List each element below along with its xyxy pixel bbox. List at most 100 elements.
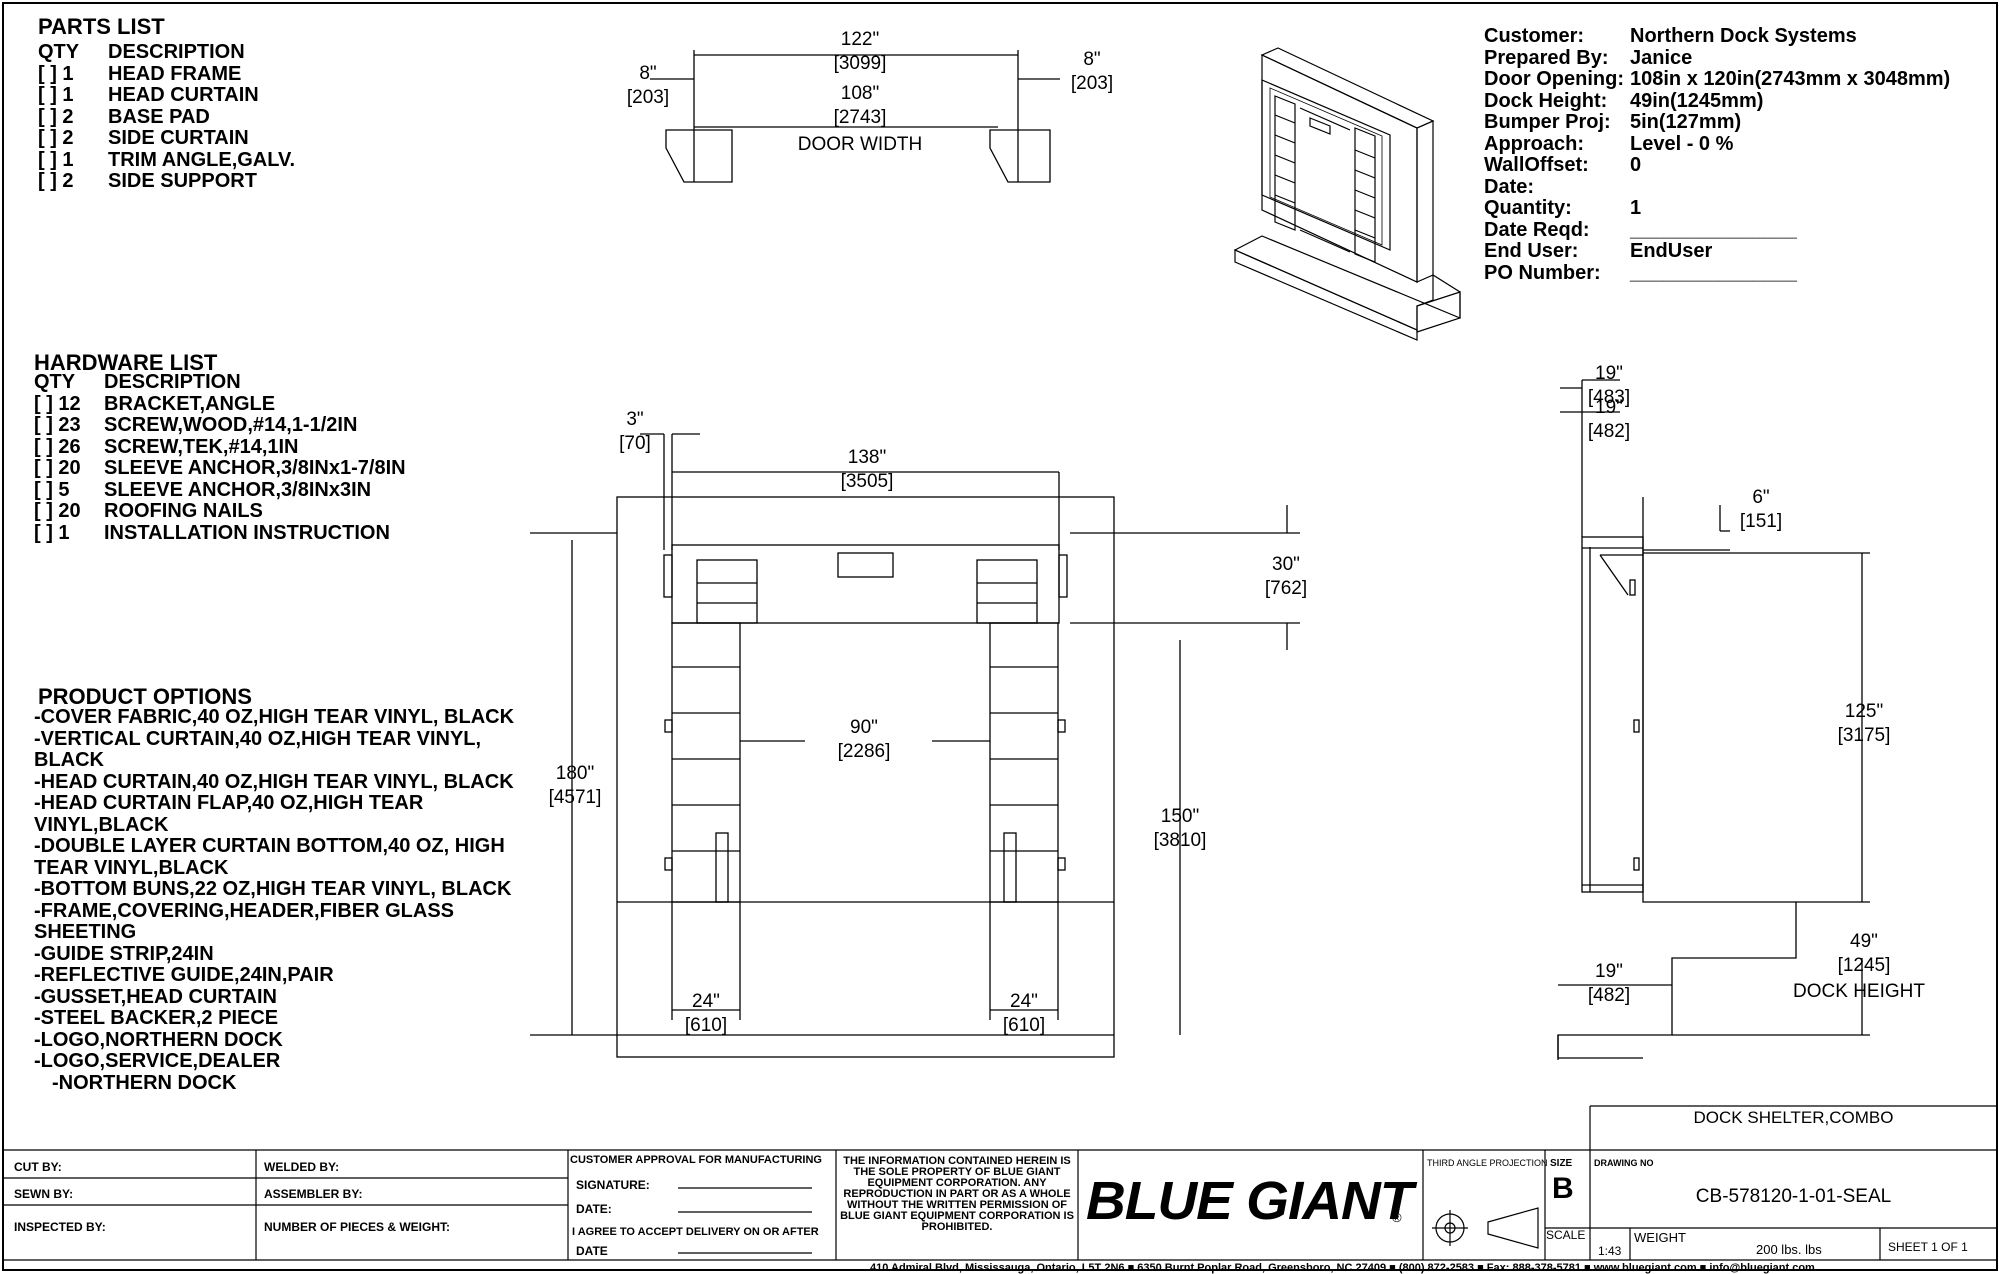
isometric-view — [1233, 47, 1461, 341]
list-item: [ ] 1 TRIM ANGLE,GALV. — [38, 148, 296, 172]
info-key: WallOffset: — [1484, 154, 1589, 176]
qty-cell: [ ] 1 — [38, 62, 74, 85]
qty-cell: [ ] 5 — [34, 478, 70, 501]
drawing-no-label: DRAWING NO — [1594, 1158, 1654, 1168]
dim-value: 49" — [1850, 931, 1878, 952]
info-value: 49in(1245mm) — [1630, 89, 1764, 112]
dim-mm: [482] — [1587, 985, 1631, 1006]
info-key: Dock Height: — [1484, 89, 1608, 112]
desc-cell: ROOFING NAILS — [104, 500, 263, 522]
list-item: -GUSSET,HEAD CURTAIN — [34, 985, 277, 1008]
side-view — [1557, 379, 1870, 1060]
dim-mm: [3099] — [833, 53, 887, 74]
date2-label: DATE — [576, 1244, 608, 1258]
info-row: Date Reqd:_______________ — [1484, 218, 1950, 242]
dim-mm: [483] — [1587, 387, 1631, 408]
drawing-number: CB-578120-1-01-SEAL — [1695, 1186, 1892, 1207]
dock-height-label: DOCK HEIGHT — [1793, 981, 1925, 1002]
info-value: 0 — [1630, 154, 1642, 176]
desc-cell: BASE PAD — [108, 105, 210, 128]
qty-cell: [ ] 2 — [38, 127, 74, 149]
info-row: Door Opening: 108in x 120in(2743mm x 3048… — [1484, 68, 1951, 91]
list-item: -BOTTOM BUNS,22 OZ,HIGH TEAR VINYL, BLAC… — [34, 878, 512, 900]
list-item: -REFLECTIVE GUIDE,24IN,PAIR — [34, 964, 334, 986]
info-key: Date: — [1484, 175, 1535, 198]
dim-138: 138" [3505] — [832, 446, 902, 494]
dim-mm: [3505] — [840, 471, 894, 492]
info-row: Prepared By:Janice — [1484, 46, 1950, 70]
info-row: Approach: Level - 0 % — [1484, 132, 1950, 156]
dim-value: 108" — [840, 83, 880, 104]
dim-19-top: 19"[483] — [1584, 362, 1634, 410]
desc-cell: INSTALLATION INSTRUCTION — [104, 521, 390, 544]
list-item: -LOGO,NORTHERN DOCK — [34, 1028, 283, 1051]
info-value: 108in x 120in(2743mm x 3048mm) — [1630, 68, 1951, 90]
dim-value: 8" — [639, 63, 657, 84]
dim-value: 3" — [626, 409, 644, 430]
size-label: SIZE — [1550, 1158, 1573, 1169]
desc-header: DESCRIPTION — [108, 41, 245, 63]
info-value: Level - 0 % — [1630, 132, 1734, 155]
projection-label: THIRD ANGLE PROJECTION — [1427, 1158, 1548, 1168]
list-item: -STEEL BACKER,2 PIECE — [34, 1007, 279, 1029]
customer-info: Customer:Northern Dock Systems Prepared … — [1484, 25, 1951, 284]
qty-cell: [ ] 1 — [38, 148, 74, 171]
desc-cell: SCREW,WOOD,#14,1-1/2IN — [104, 414, 358, 436]
qty-cell: [ ] 2 — [38, 170, 74, 192]
dim-mm: [203] — [1070, 73, 1114, 94]
info-key: Customer: — [1484, 25, 1585, 47]
info-value: Janice — [1630, 46, 1693, 69]
info-value: EndUser — [1630, 240, 1713, 262]
date-label: DATE: — [576, 1202, 612, 1216]
dim-mm: [151] — [1739, 511, 1783, 532]
list-item: -NORTHERN DOCK — [52, 1071, 237, 1094]
product-name: DOCK SHELTER,COMBO — [1693, 1108, 1894, 1127]
desc-cell: TRIM ANGLE,GALV. — [108, 148, 296, 171]
info-key: Quantity: — [1484, 197, 1572, 219]
qty-cell: [ ] 1 — [38, 84, 74, 106]
cut-by-label: CUT BY: — [14, 1160, 62, 1174]
list-item: [ ] 1 INSTALLATION INSTRUCTION — [34, 521, 406, 545]
dim-value: 19" — [1595, 397, 1623, 418]
size-value: B — [1552, 1172, 1574, 1205]
dim-value: 150" — [1160, 806, 1200, 827]
scale-value: 1:43 — [1598, 1244, 1622, 1258]
qty-cell: [ ] 23 — [34, 414, 81, 436]
desc-cell: SLEEVE ANCHOR,3/8INx1-7/8IN — [104, 457, 406, 479]
info-key: Door Opening: — [1484, 68, 1624, 90]
info-value: _______________ — [1630, 218, 1797, 241]
sewn-by-label: SEWN BY: — [14, 1187, 74, 1201]
assembler-by-label: ASSEMBLER BY: — [264, 1187, 363, 1201]
dim-8-left: 8" [203] — [620, 62, 676, 110]
dim-150: 150"[3810] — [1140, 805, 1220, 853]
qty-cell: [ ] 20 — [34, 457, 81, 479]
weight-value: 200 lbs. lbs — [1756, 1242, 1822, 1257]
list-item: -LOGO,SERVICE,DEALER — [34, 1050, 281, 1072]
dim-value: 138" — [847, 447, 887, 468]
dim-24-left: 24"[610] — [676, 990, 736, 1038]
list-item: [ ] 20 ROOFING NAILS — [34, 500, 406, 523]
dim-mm: [2286] — [837, 741, 891, 762]
info-key: Bumper Proj: — [1484, 111, 1611, 133]
info-key: Approach: — [1484, 132, 1584, 155]
weight-label: WEIGHT — [1634, 1230, 1686, 1245]
dim-49: 49"[1245] — [1826, 930, 1902, 978]
dim-mm: [203] — [626, 87, 670, 108]
info-row: Date: — [1484, 175, 1950, 199]
dim-24-right: 24"[610] — [994, 990, 1054, 1038]
dim-3: 3"[70] — [610, 408, 660, 456]
desc-cell: SCREW,TEK,#14,1IN — [104, 435, 299, 458]
dim-value: 30" — [1272, 554, 1300, 575]
dim-value: 24" — [692, 991, 720, 1012]
registered-mark-icon: ® — [1392, 1210, 1402, 1225]
qty-cell: [ ] 20 — [34, 500, 81, 522]
list-item: -DOUBLE LAYER CURTAIN BOTTOM,40 OZ, HIGH… — [34, 835, 505, 879]
qty-cell: [ ] 1 — [34, 521, 70, 544]
dim-19-second: 19"[482] — [1584, 396, 1634, 444]
